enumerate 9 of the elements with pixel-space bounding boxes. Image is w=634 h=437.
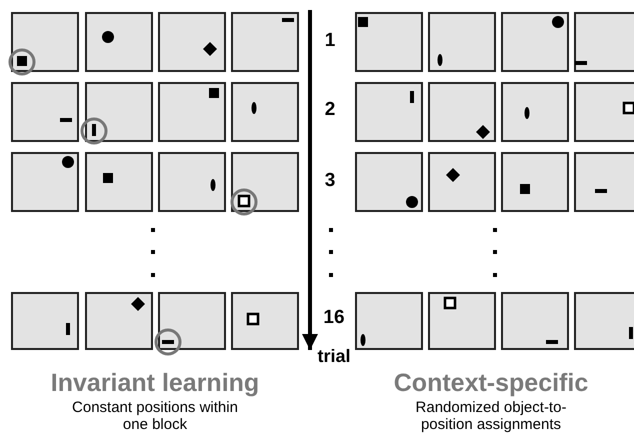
axis-label: trial — [316, 347, 352, 367]
heading: Invariant learning — [50, 370, 260, 398]
heading: Context-specific — [392, 370, 590, 398]
row-number: 16 — [322, 308, 346, 329]
description: Constant positions within one block — [71, 399, 239, 433]
row-number: 2 — [324, 100, 336, 121]
description: Randomized object-to-position assignments — [414, 399, 568, 433]
row-number: 3 — [324, 171, 336, 192]
row-number: 1 — [324, 31, 336, 52]
